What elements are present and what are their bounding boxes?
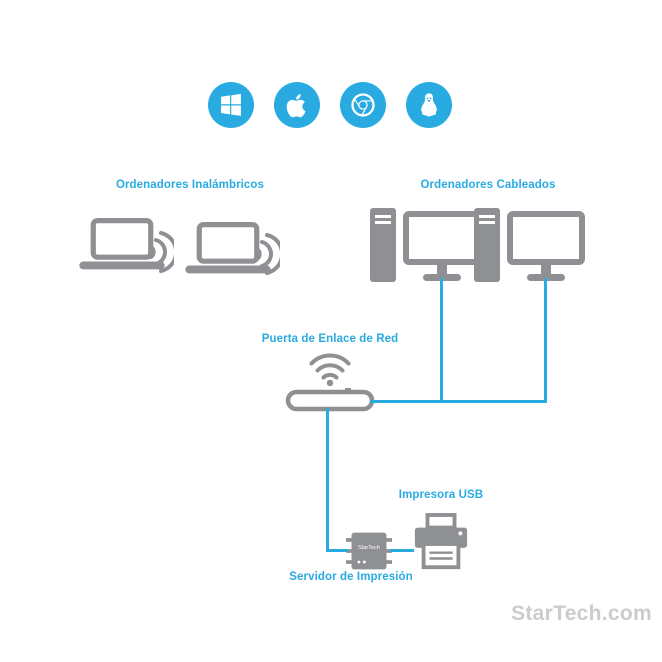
apple-icon (286, 93, 305, 117)
print-server-icon: StarTech (346, 532, 392, 570)
wifi-waves-1 (148, 226, 179, 283)
print-server-device: StarTech (346, 528, 392, 579)
network-gateway-label: Puerta de Enlace de Red (261, 333, 399, 345)
connector-gateway-to-printserver (326, 408, 329, 552)
linux-platform-badge (406, 82, 452, 128)
wifi-signal-icon (255, 233, 285, 275)
router-icon (285, 353, 375, 412)
connector-desktop1-to-gateway (440, 278, 443, 403)
desktop-computer-icon (370, 208, 481, 282)
laptop-icon (79, 218, 165, 270)
wired-computers-label: Ordenadores Cableados (420, 179, 556, 191)
print-server-label: Servidor de Impresión (289, 571, 413, 583)
usb-printer-label: Impresora USB (398, 489, 484, 501)
wireless-computers-label: Ordenadores Inalámbricos (115, 179, 265, 191)
network-gateway-router (285, 348, 375, 417)
connector-desktop2-to-gateway (544, 278, 547, 403)
printer-icon (414, 513, 468, 570)
wifi-signal-icon (149, 231, 179, 273)
chrome-icon (351, 93, 375, 117)
linux-icon (421, 93, 437, 117)
desktop-computer-2 (472, 206, 587, 296)
wifi-waves-2 (254, 228, 285, 285)
laptop-2 (180, 222, 276, 281)
desktop-computer-icon (474, 208, 585, 282)
connector-printserver-inlet (326, 549, 348, 552)
laptop-1 (74, 218, 170, 277)
windows-icon (221, 93, 241, 116)
chrome-platform-badge (340, 82, 386, 128)
windows-platform-badge (208, 82, 254, 128)
usb-printer-device (412, 512, 470, 581)
apple-platform-badge (274, 82, 320, 128)
laptop-icon (185, 222, 271, 274)
desktop-computer-1 (368, 206, 483, 296)
print-server-device-text: StarTech (358, 545, 380, 551)
connector-gateway-horizontal (370, 400, 547, 403)
startech-watermark: StarTech.com (511, 602, 652, 625)
connector-printserver-to-printer (390, 549, 414, 552)
